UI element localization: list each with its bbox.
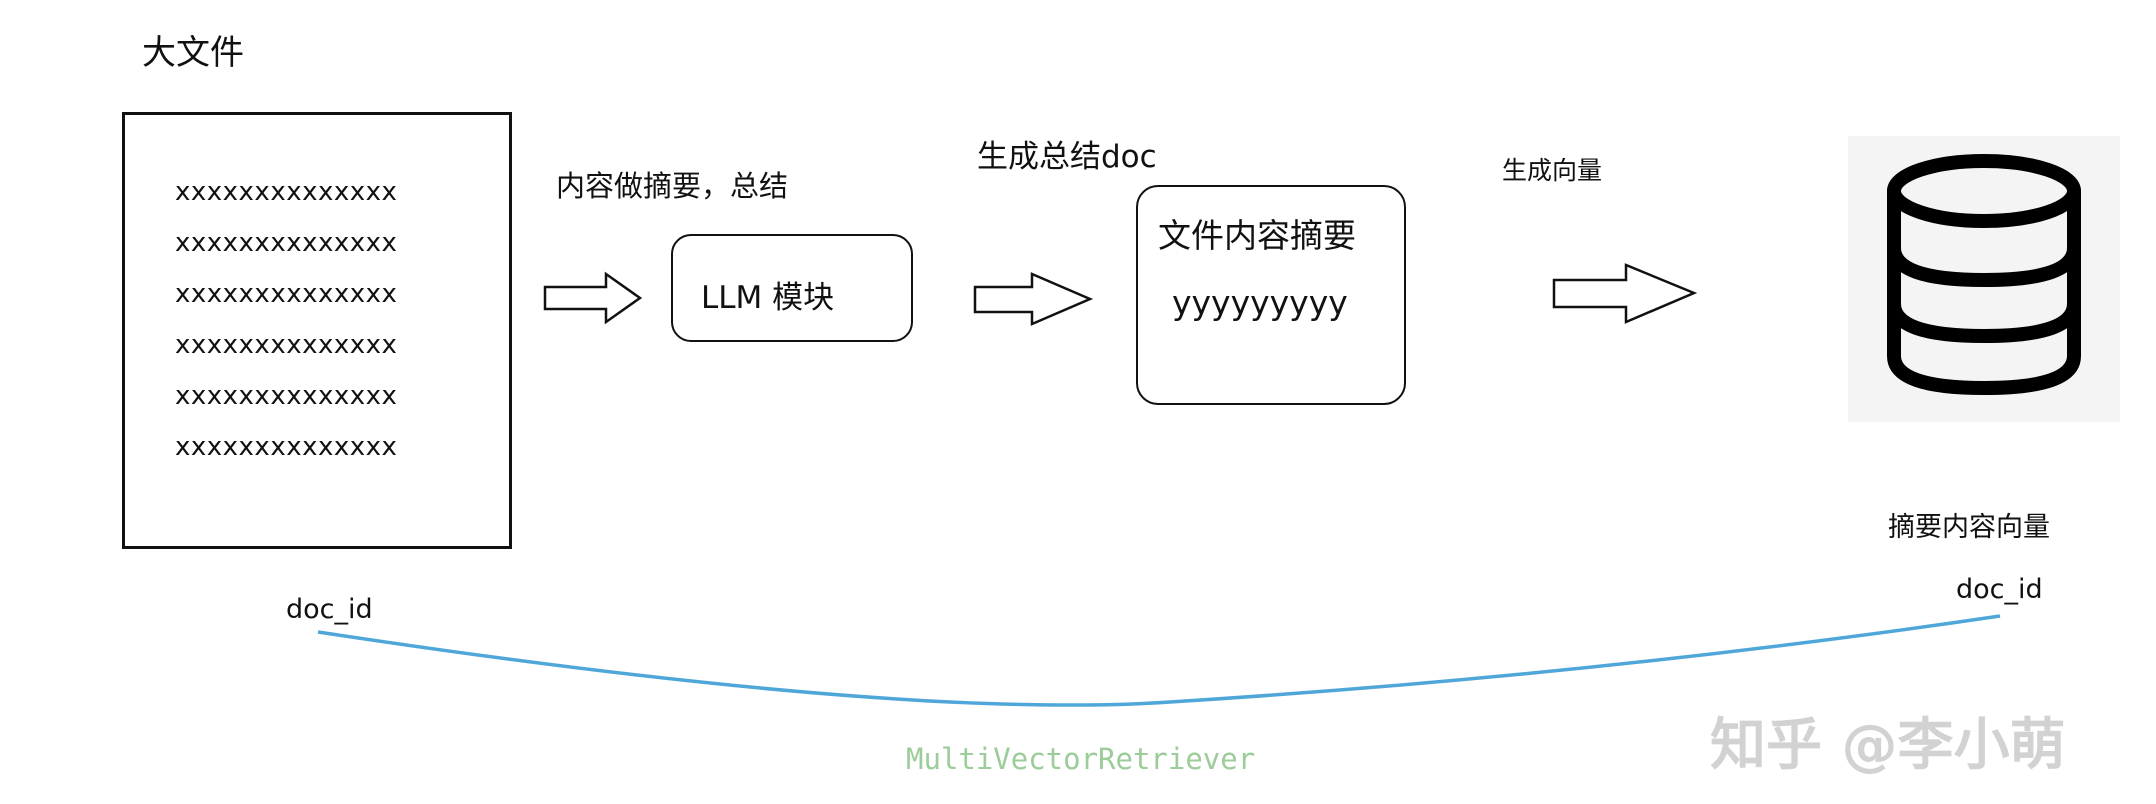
- summary-doc-title: 文件内容摘要: [1158, 216, 1356, 255]
- big-file-box: xxxxxxxxxxxxxx xxxxxxxxxxxxxx xxxxxxxxxx…: [122, 112, 512, 549]
- database-icon: [1887, 154, 2081, 395]
- big-file-row: xxxxxxxxxxxxxx: [175, 177, 398, 207]
- watermark: 知乎 @李小萌: [1710, 713, 2066, 778]
- big-file-row: xxxxxxxxxxxxxx: [175, 228, 398, 258]
- big-file-row: xxxxxxxxxxxxxx: [175, 381, 398, 411]
- big-file-row: xxxxxxxxxxxxxx: [175, 330, 398, 360]
- doc-id-link-curve: [317, 614, 2001, 707]
- doc-id-left-label: doc_id: [286, 594, 373, 625]
- big-file-row: xxxxxxxxxxxxxx: [175, 279, 398, 309]
- summary-doc-content: yyyyyyyyy: [1172, 283, 1348, 322]
- big-file-row: xxxxxxxxxxxxxx: [175, 432, 398, 462]
- summarize-step-label: 内容做摘要，总结: [556, 169, 789, 203]
- vector-store-panel: [1848, 136, 2120, 422]
- big-file-rows: xxxxxxxxxxxxxx xxxxxxxxxxxxxx xxxxxxxxxx…: [175, 179, 397, 485]
- vector-store-label: 摘要内容向量: [1888, 512, 2050, 543]
- generate-doc-step-label: 生成总结doc: [977, 139, 1157, 175]
- summary-doc-box: 文件内容摘要 yyyyyyyyy: [1136, 185, 1406, 405]
- llm-module-box: LLM 模块: [671, 234, 913, 342]
- generate-vector-step-label: 生成向量: [1502, 156, 1603, 185]
- arrow-to-llm: [543, 271, 643, 325]
- doc-id-right-label: doc_id: [1956, 574, 2043, 605]
- llm-module-label: LLM 模块: [701, 280, 835, 316]
- arrow-to-summary: [973, 272, 1094, 326]
- arrow-to-vector: [1552, 263, 1698, 324]
- multivector-retriever-caption: MultiVectorRetriever: [906, 742, 1256, 776]
- big-file-title: 大文件: [142, 33, 244, 73]
